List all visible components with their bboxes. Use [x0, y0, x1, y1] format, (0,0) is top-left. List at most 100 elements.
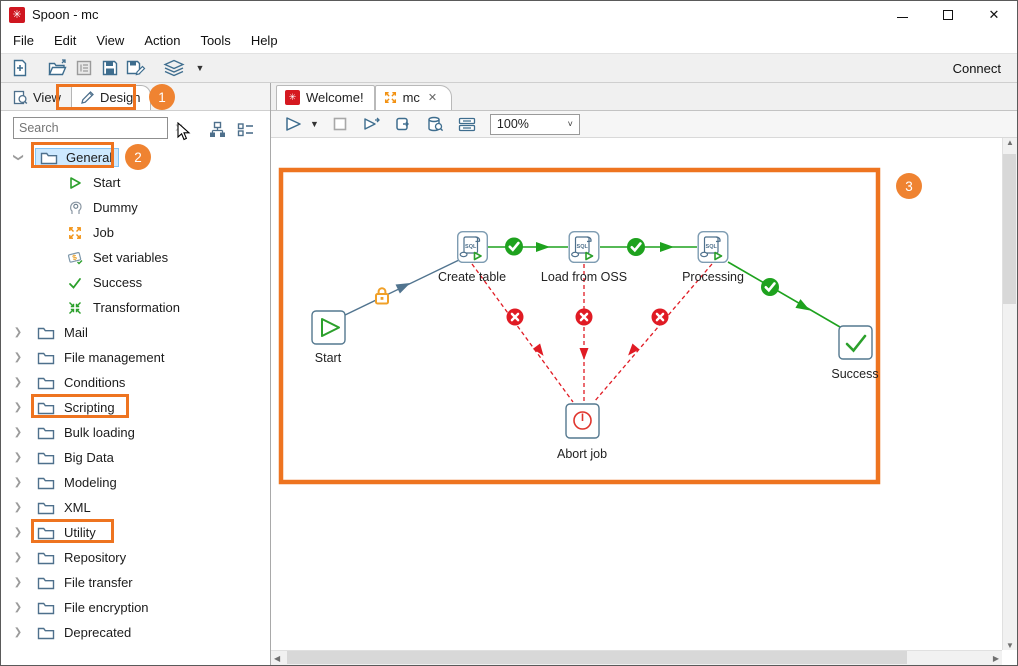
tree-folder-repository[interactable]: ❯ Repository — [1, 545, 270, 570]
maximize-button[interactable] — [925, 1, 971, 28]
save-as-button[interactable] — [123, 56, 149, 80]
node-start[interactable]: Start — [311, 310, 346, 365]
vertical-scroll-thumb[interactable] — [1003, 154, 1016, 304]
hop-processing-abort[interactable] — [593, 263, 713, 403]
explore-repository-button[interactable] — [71, 56, 97, 80]
run-button[interactable] — [281, 113, 306, 135]
set-variables-icon: $ — [67, 252, 83, 265]
zoom-select[interactable]: 100% ˅ — [489, 113, 580, 135]
chevron-collapsed-icon[interactable]: ❯ — [13, 377, 23, 388]
tab-welcome[interactable]: ✳ Welcome! — [276, 85, 375, 110]
tree-item-label: Job — [93, 225, 114, 240]
tab-mc[interactable]: mc ✕ — [374, 85, 453, 110]
selected-highlight[interactable]: General — [35, 148, 120, 167]
tree-folder-conditions[interactable]: ❯ Conditions — [1, 370, 270, 395]
node-load-from-oss[interactable]: Load from OSS — [541, 231, 627, 284]
menubar: File Edit View Action Tools Help — [1, 28, 1017, 53]
success-check-marker — [761, 278, 779, 296]
chevron-collapsed-icon[interactable]: ❯ — [13, 452, 23, 463]
metrics-button[interactable] — [454, 113, 480, 135]
job-canvas[interactable]: Start Create table Load from OSS Process… — [271, 138, 1017, 665]
tree-folder-bulk-loading[interactable]: ❯ Bulk loading — [1, 420, 270, 445]
tab-view[interactable]: View — [5, 86, 71, 110]
node-success[interactable]: Success — [831, 325, 879, 381]
search-input[interactable] — [13, 117, 168, 139]
open-file-button[interactable] — [45, 56, 71, 80]
hop-load-abort[interactable] — [575, 264, 593, 402]
tree-folder-file-encryption[interactable]: ❯ File encryption — [1, 595, 270, 620]
menu-tools[interactable]: Tools — [200, 33, 231, 48]
pause-resume-button[interactable] — [359, 113, 385, 135]
hop-processing-success[interactable] — [727, 261, 841, 328]
tree-item-start[interactable]: Start — [1, 170, 270, 195]
menu-view[interactable]: View — [96, 33, 125, 48]
perspective-dropdown[interactable]: ▼ — [187, 56, 213, 80]
tree-item-dummy[interactable]: Dummy — [1, 195, 270, 220]
tab-close-icon[interactable]: ✕ — [427, 92, 438, 104]
tree-item-set-variables[interactable]: $ Set variables — [1, 245, 270, 270]
preview-button[interactable] — [423, 113, 448, 135]
chevron-collapsed-icon[interactable]: ❯ — [13, 327, 23, 338]
tree-item-transformation[interactable]: Transformation — [1, 295, 270, 320]
new-file-button[interactable] — [7, 56, 33, 80]
menu-help[interactable]: Help — [250, 33, 278, 48]
success-check-marker — [505, 237, 523, 256]
tree-folder-utility[interactable]: ❯ Utility — [1, 520, 270, 545]
hop-load-processing[interactable] — [600, 238, 697, 256]
connection-tree-icon[interactable] — [209, 121, 226, 138]
tree-folder-scripting[interactable]: ❯ Scripting — [1, 395, 270, 420]
run-dropdown[interactable]: ▼ — [306, 113, 323, 135]
tree-folder-big-data[interactable]: ❯ Big Data — [1, 445, 270, 470]
menu-file[interactable]: File — [13, 33, 34, 48]
perspective-button[interactable] — [161, 56, 187, 80]
lock-icon — [375, 287, 389, 305]
scroll-up-icon[interactable]: ▲ — [1006, 138, 1014, 147]
tree-folder-file-management[interactable]: ❯ File management — [1, 345, 270, 370]
tree-item-success[interactable]: Success — [1, 270, 270, 295]
menu-edit[interactable]: Edit — [53, 33, 77, 48]
svg-text:$: $ — [71, 252, 78, 262]
scroll-right-icon[interactable]: ▶ — [992, 653, 999, 663]
chevron-collapsed-icon[interactable]: ❯ — [13, 502, 23, 513]
chevron-collapsed-icon[interactable]: ❯ — [13, 602, 23, 613]
chevron-collapsed-icon[interactable]: ❯ — [13, 477, 23, 488]
chevron-expanded-icon[interactable]: ❯ — [12, 153, 24, 162]
node-processing[interactable]: Processing — [682, 231, 744, 284]
tree-folder-deprecated[interactable]: ❯ Deprecated — [1, 620, 270, 645]
node-abort-job[interactable]: Abort job — [557, 403, 607, 461]
stop-icon — [333, 117, 347, 131]
replay-button[interactable] — [391, 113, 415, 135]
failure-x-marker — [651, 308, 669, 326]
node-create-table[interactable]: Create table — [438, 231, 506, 284]
menu-action[interactable]: Action — [144, 33, 181, 48]
minimize-button[interactable] — [879, 1, 925, 28]
tree-folder-modeling[interactable]: ❯ Modeling — [1, 470, 270, 495]
horizontal-scroll-thumb[interactable] — [287, 651, 907, 664]
tree-folder-xml[interactable]: ❯ XML — [1, 495, 270, 520]
scroll-down-icon[interactable]: ▼ — [1006, 641, 1014, 650]
minimize-icon — [896, 17, 908, 18]
hop-start-create-table[interactable] — [342, 259, 460, 317]
folder-label: Bulk loading — [64, 425, 135, 440]
save-as-icon — [126, 60, 146, 76]
save-button[interactable] — [97, 56, 123, 80]
tab-design[interactable]: Design — [70, 85, 152, 110]
tree-item-job[interactable]: Job — [1, 220, 270, 245]
list-view-icon[interactable] — [237, 121, 254, 138]
scroll-left-icon[interactable]: ◀ — [274, 653, 281, 663]
chevron-collapsed-icon[interactable]: ❯ — [13, 427, 23, 438]
tree-folder-file-transfer[interactable]: ❯ File transfer — [1, 570, 270, 595]
chevron-collapsed-icon[interactable]: ❯ — [13, 402, 23, 413]
chevron-collapsed-icon[interactable]: ❯ — [13, 552, 23, 563]
tree-folder-mail[interactable]: ❯ Mail — [1, 320, 270, 345]
hop-create-table-abort[interactable] — [471, 263, 574, 403]
connect-button[interactable]: Connect — [952, 60, 1001, 76]
hop-create-table-load[interactable] — [488, 237, 568, 256]
chevron-collapsed-icon[interactable]: ❯ — [13, 352, 23, 363]
stop-button[interactable] — [329, 113, 351, 135]
chevron-collapsed-icon[interactable]: ❯ — [13, 527, 23, 538]
close-button[interactable]: ✕ — [971, 1, 1017, 28]
chevron-collapsed-icon[interactable]: ❯ — [13, 627, 23, 638]
tree-folder-general[interactable]: ❯ General — [1, 145, 270, 170]
chevron-collapsed-icon[interactable]: ❯ — [13, 577, 23, 588]
